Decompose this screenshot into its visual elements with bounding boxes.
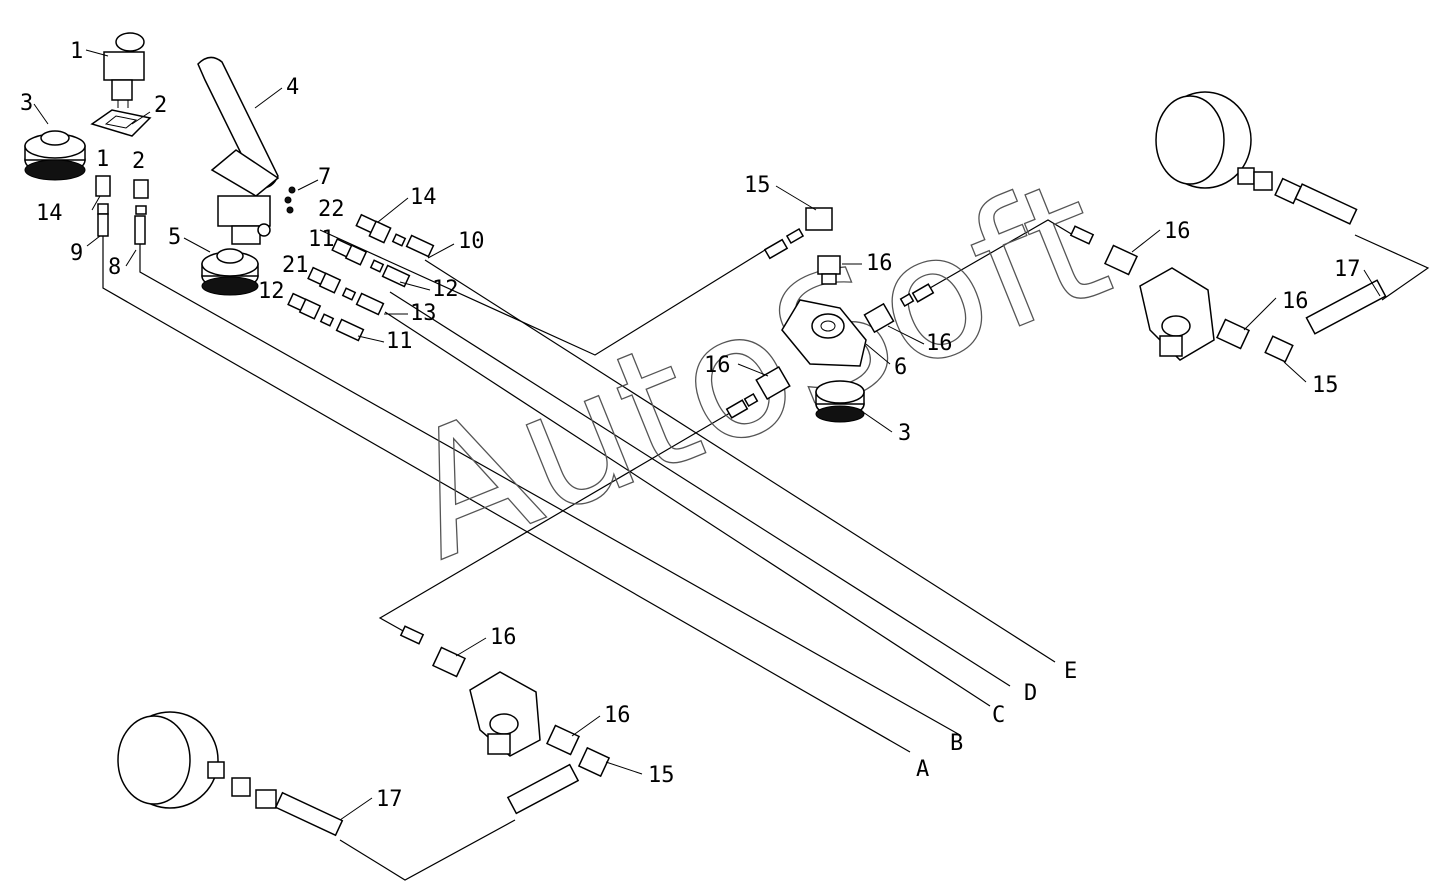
- part-1-valve-icon: [103, 32, 145, 108]
- middle-fittings-icon: [287, 213, 435, 342]
- part-4-pedal-icon: [197, 56, 280, 245]
- relay-valve-lower-icon: [399, 625, 611, 815]
- callout-8: 8: [108, 255, 121, 280]
- callout-16: 16: [704, 353, 731, 378]
- callout-7: 7: [318, 165, 331, 190]
- callout-1: 1: [70, 39, 83, 64]
- pipe-lines: [102, 219, 1430, 881]
- part-2-gasket-icon: [90, 109, 152, 137]
- callout-15: 15: [744, 173, 771, 198]
- brake-chamber-right-icon: [1069, 91, 1358, 276]
- part-6-relay-valve-icon: [725, 207, 935, 419]
- part-3-cap-icon: [24, 130, 86, 181]
- part-3b-cap-icon: [815, 380, 865, 423]
- callout-13: 13: [410, 301, 437, 326]
- part-7-screw-icon: [284, 186, 296, 214]
- callout-4: 4: [286, 75, 299, 100]
- callout-3: 3: [898, 421, 911, 446]
- callout-12: 12: [258, 279, 285, 304]
- line-label-d: D: [1024, 681, 1037, 706]
- callout-17: 17: [1334, 257, 1361, 282]
- callouts: 1 2 3 4 1 2 7 14 22 14 9 5 11 10 8 21 12…: [20, 39, 1361, 812]
- callout-9: 9: [70, 241, 83, 266]
- callout-14: 14: [36, 201, 63, 226]
- line-label-a: A: [916, 757, 929, 782]
- left-fittings-icon: [95, 175, 149, 245]
- callout-16: 16: [1164, 219, 1191, 244]
- leader-lines: [33, 49, 1381, 821]
- callout-16: 16: [1282, 289, 1309, 314]
- line-label-e: E: [1064, 659, 1077, 684]
- part-5-cap-icon: [201, 248, 259, 296]
- callout-21: 21: [282, 253, 309, 278]
- line-label-b: B: [950, 731, 963, 756]
- line-labels: A B C D E: [916, 659, 1077, 782]
- callout-16: 16: [604, 703, 631, 728]
- relay-valve-right-icon: [1139, 267, 1387, 363]
- callout-2: 2: [132, 149, 145, 174]
- brake-chamber-lower-icon: [117, 711, 344, 837]
- callout-12: 12: [432, 277, 459, 302]
- callout-3: 3: [20, 91, 33, 116]
- watermark-text: AutoSoft: [381, 141, 1132, 598]
- line-label-c: C: [992, 703, 1005, 728]
- callout-11: 11: [308, 227, 335, 252]
- callout-15: 15: [648, 763, 675, 788]
- callout-22: 22: [318, 197, 345, 222]
- callout-17: 17: [376, 787, 403, 812]
- callout-15: 15: [1312, 373, 1339, 398]
- callout-16: 16: [490, 625, 517, 650]
- callout-16: 16: [866, 251, 893, 276]
- callout-16: 16: [926, 331, 953, 356]
- callout-11: 11: [386, 329, 413, 354]
- callout-1: 1: [96, 147, 109, 172]
- callout-6: 6: [894, 355, 907, 380]
- callout-2: 2: [154, 93, 167, 118]
- callout-14: 14: [410, 185, 437, 210]
- callout-5: 5: [168, 225, 181, 250]
- callout-10: 10: [458, 229, 485, 254]
